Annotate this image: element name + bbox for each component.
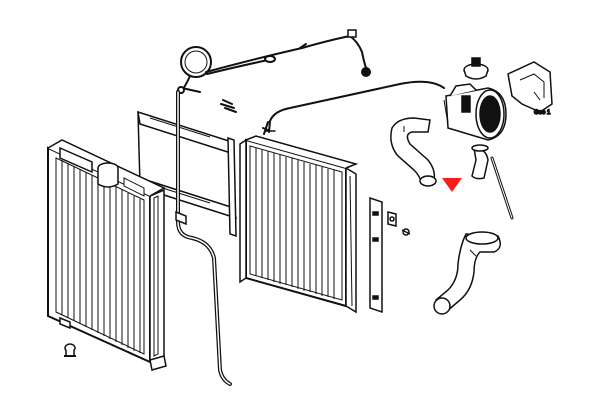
fan-shroud-fragment: Gee 1 (507, 61, 553, 117)
pins (220, 99, 269, 131)
sender-wire (177, 86, 201, 94)
radiator-cap (463, 57, 489, 80)
clip (401, 228, 411, 236)
bracket-strip (369, 196, 397, 314)
capillary-tube (180, 29, 371, 93)
drain-screw (64, 343, 76, 357)
upper-hose (390, 117, 437, 187)
front-radiator (47, 139, 167, 371)
shroud-note: Gee 1 (534, 110, 551, 116)
small-hose (471, 144, 489, 180)
thermostat-housing (443, 83, 507, 141)
lower-hose (433, 231, 501, 315)
highlight-marker (442, 178, 462, 192)
overflow-pipe (175, 90, 232, 386)
bleed-line (263, 80, 445, 135)
brace-rod (490, 156, 514, 220)
rear-radiator-core (239, 135, 359, 314)
